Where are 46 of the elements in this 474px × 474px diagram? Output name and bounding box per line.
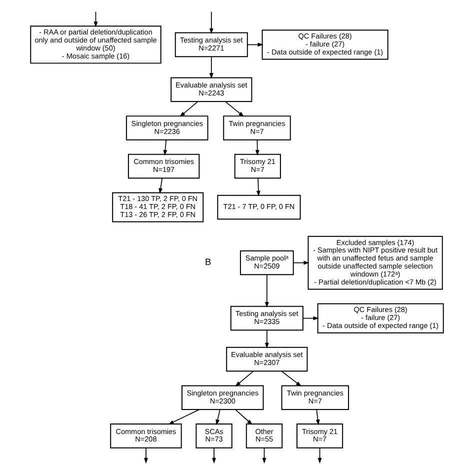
node-box: Testing analysis set N=2335	[230, 306, 304, 331]
arrow	[302, 316, 319, 320]
arrow	[264, 274, 269, 308]
arrow	[247, 42, 264, 47]
node-box: Common trisomies N=197	[128, 154, 200, 179]
arrow	[209, 56, 214, 79]
arrow	[255, 140, 260, 156]
arrow	[292, 260, 310, 265]
arrow	[281, 370, 302, 386]
arrow	[256, 178, 260, 196]
node-box: T21 - 130 TP, 2 FP, 0 FN T18 - 41 TP, 2 FP, 0 FN T13 - 26 TP, 2 FP, 0 FN	[112, 192, 204, 222]
arrow	[216, 409, 220, 426]
node-box: Trisomy 21 N=7	[234, 154, 281, 179]
node-box: Twin pregnancies N=7	[281, 385, 350, 410]
arrow	[158, 178, 163, 194]
arrow	[144, 448, 148, 464]
node-box: Singleton pregnancies N=2300	[182, 385, 264, 410]
arrow	[163, 140, 168, 156]
node-box: T21 - 7 TP, 0 FP, 0 FN	[217, 194, 301, 220]
node-box: - RAA or partial deletion/duplication only and outside of unaffected sample window (50) - Mosaic sample (16)	[30, 26, 162, 64]
node-box: Twin pregnancies N=7	[223, 116, 291, 140]
arrow	[212, 448, 216, 464]
node-box: SCAs N=73	[196, 424, 232, 448]
arrow	[94, 11, 98, 28]
node-box: Testing analysis set N=2271	[174, 32, 248, 58]
node-box: Singleton pregnancies N=2236	[126, 116, 208, 140]
node-box: Evaluable analysis set N=2243	[170, 77, 252, 102]
node-box: Common trisomies N=208	[110, 424, 182, 448]
arrow	[316, 409, 320, 426]
node-box: Sample poolᵃ N=2509	[240, 250, 294, 276]
arrow	[235, 370, 254, 387]
arrow	[168, 409, 200, 425]
arrow	[180, 101, 198, 117]
label: B	[205, 257, 212, 268]
arrow	[224, 101, 244, 117]
arrow	[209, 11, 214, 34]
node-box: Trisomy 21 N=7	[296, 424, 344, 448]
node-box: QC Failures (28) - failure (27) - Data outside of expected range (1)	[262, 30, 388, 60]
node-box: Other N=55	[246, 424, 283, 448]
node-box: QC Failures (28) - failure (27) - Data outside of expected range (1)	[317, 303, 444, 334]
arrow	[264, 330, 269, 348]
arrow	[262, 448, 266, 464]
arrow	[234, 409, 253, 425]
node-box: Excluded samples (174) - Samples with NIPT positive result but with an unaffected fetus and sample outside unaffected sample selection windown (172ᵃ) - Partial deletion/duplication <7 Mb (2)	[308, 236, 443, 290]
node-box: Evaluable analysis set N=2307	[226, 346, 308, 372]
arrow	[318, 448, 322, 464]
